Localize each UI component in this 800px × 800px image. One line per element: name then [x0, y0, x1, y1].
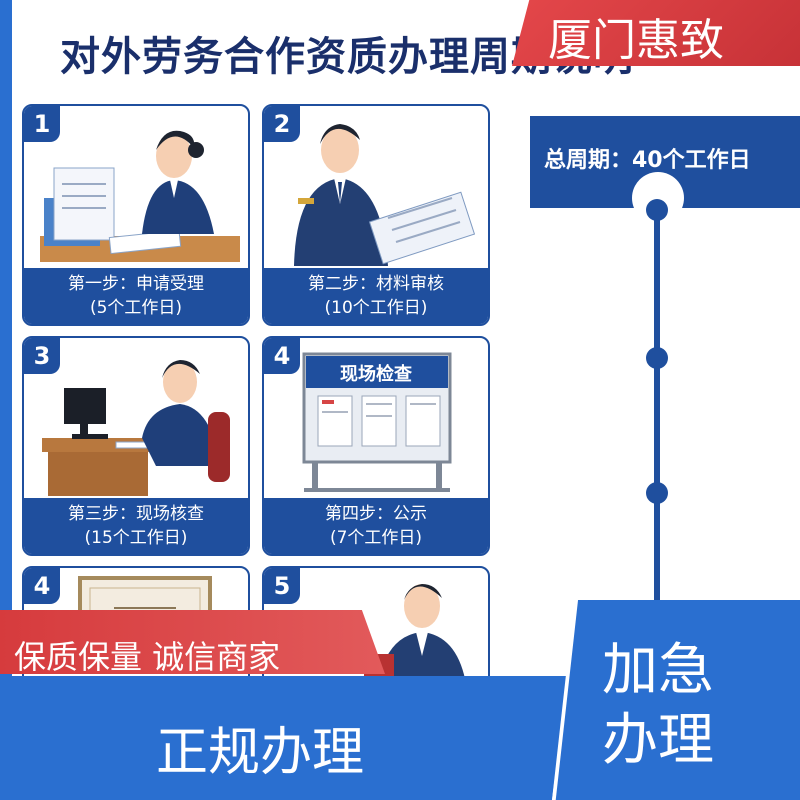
quality-banner — [0, 610, 385, 674]
timeline-dot — [646, 347, 668, 369]
step-card-1: 1 第一步：申请受理 (5个工作日) — [22, 104, 250, 326]
step-number: 2 — [264, 106, 300, 142]
step-label: 第一步：申请受理 — [68, 274, 204, 294]
officer-reviewing-illustration — [294, 124, 476, 266]
quality-slogan: 保质保量 诚信商家 — [14, 638, 281, 676]
step-number: 3 — [24, 338, 60, 374]
step-duration: (7个工作日) — [329, 528, 423, 548]
timeline-line — [654, 210, 660, 670]
step-duration: (5个工作日) — [89, 298, 183, 318]
timeline-dot — [646, 199, 668, 221]
step-caption: 第四步：公示 (7个工作日) — [264, 498, 488, 554]
step-number: 1 — [24, 106, 60, 142]
urgent-text: 加急 办理 — [602, 636, 714, 776]
step-label: 第三步：现场核查 — [68, 504, 204, 524]
brand-name: 厦门惠致 — [548, 15, 724, 66]
step-caption: 第三步：现场核查 (15个工作日) — [24, 498, 248, 554]
total-period-label: 总周期：40个工作日 — [544, 148, 751, 173]
step-number: 4 — [264, 338, 300, 374]
clerk-at-desk-illustration — [40, 130, 240, 262]
formal-handling-text: 正规办理 — [156, 723, 365, 783]
step-label: 第四步：公示 — [325, 504, 427, 524]
board-title: 现场检查 — [340, 364, 412, 385]
urgent-line-1: 加急 — [602, 638, 714, 703]
step-duration: (15个工作日) — [84, 528, 188, 548]
inspection-board-illustration — [302, 352, 452, 492]
step-label: 第二步：材料审核 — [308, 274, 444, 294]
step-caption: 第二步：材料审核 (10个工作日) — [264, 268, 488, 324]
step-caption: 第一步：申请受理 (5个工作日) — [24, 268, 248, 324]
timeline-dot — [646, 482, 668, 504]
step-number: 5 — [264, 568, 300, 604]
step-card-3: 3 第三步：现场核查 (15个工作日) — [22, 336, 250, 556]
brand-banner — [512, 0, 800, 66]
step-number: 4 — [24, 568, 60, 604]
urgent-line-2: 办理 — [602, 708, 714, 773]
clerk-at-computer-illustration — [42, 360, 230, 496]
urgent-banner — [552, 600, 800, 800]
step-card-4: 4 现场检查 第四步：公示 (7个工作日) — [262, 336, 490, 556]
left-edge-stripe — [0, 0, 12, 800]
step-card-2: 2 第二步：材料审核 (10个工作日) — [262, 104, 490, 326]
step-duration: (10个工作日) — [324, 298, 428, 318]
